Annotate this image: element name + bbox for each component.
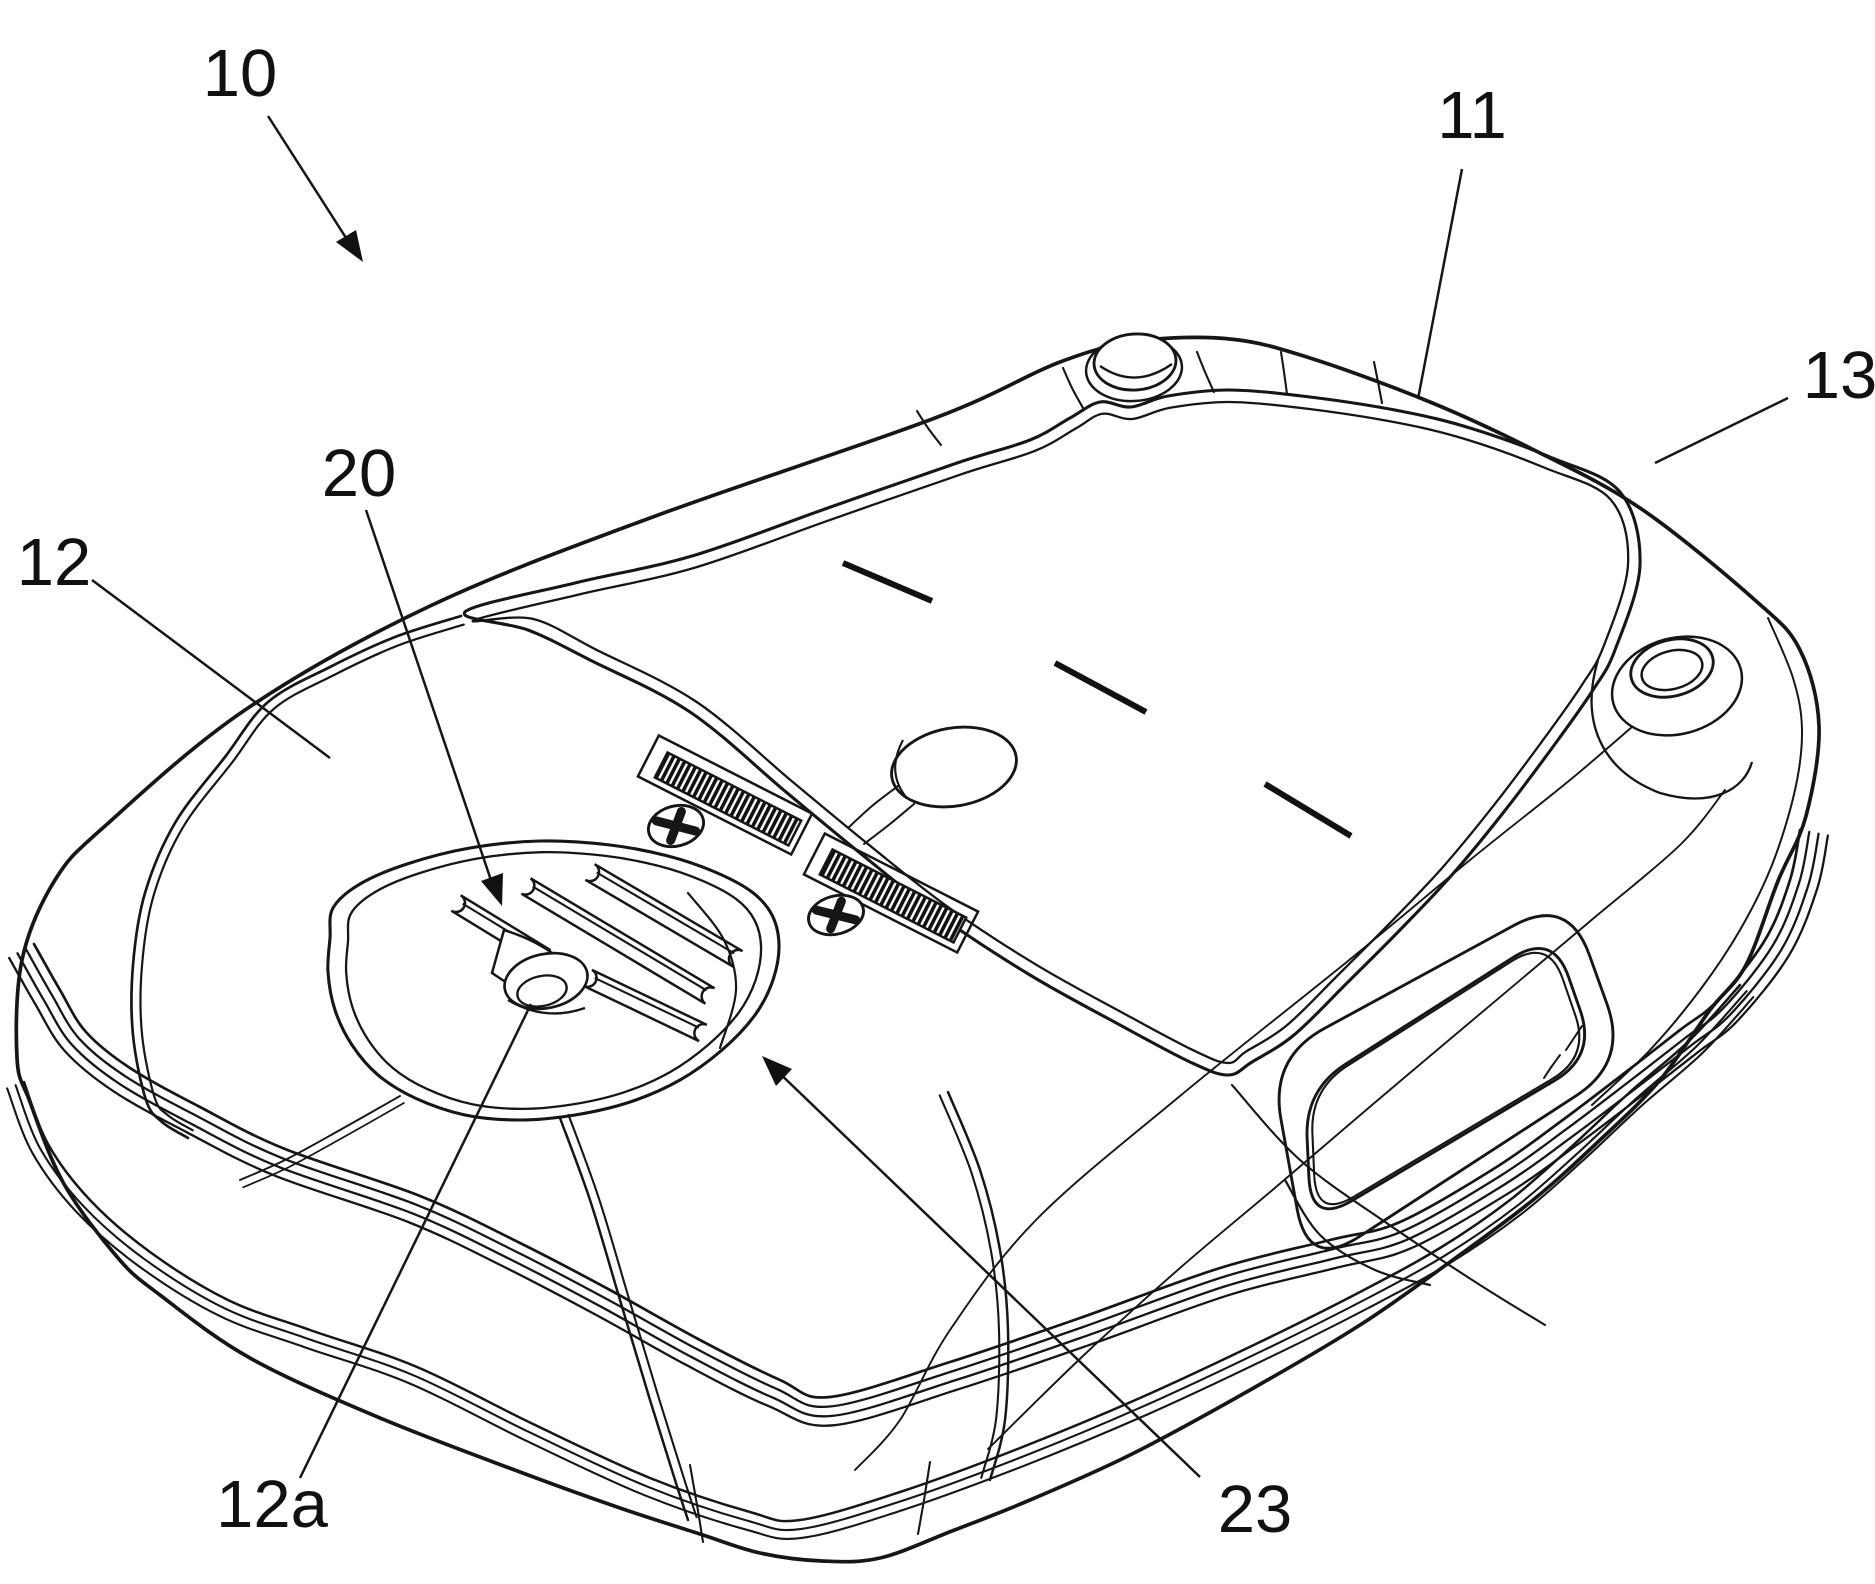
svg-text:12a: 12a	[216, 1467, 329, 1542]
svg-text:20: 20	[322, 436, 397, 511]
svg-text:11: 11	[1437, 78, 1507, 153]
svg-text:13: 13	[1803, 338, 1875, 413]
svg-text:10: 10	[203, 36, 278, 111]
svg-text:23: 23	[1218, 1472, 1293, 1547]
svg-text:12: 12	[17, 525, 92, 600]
